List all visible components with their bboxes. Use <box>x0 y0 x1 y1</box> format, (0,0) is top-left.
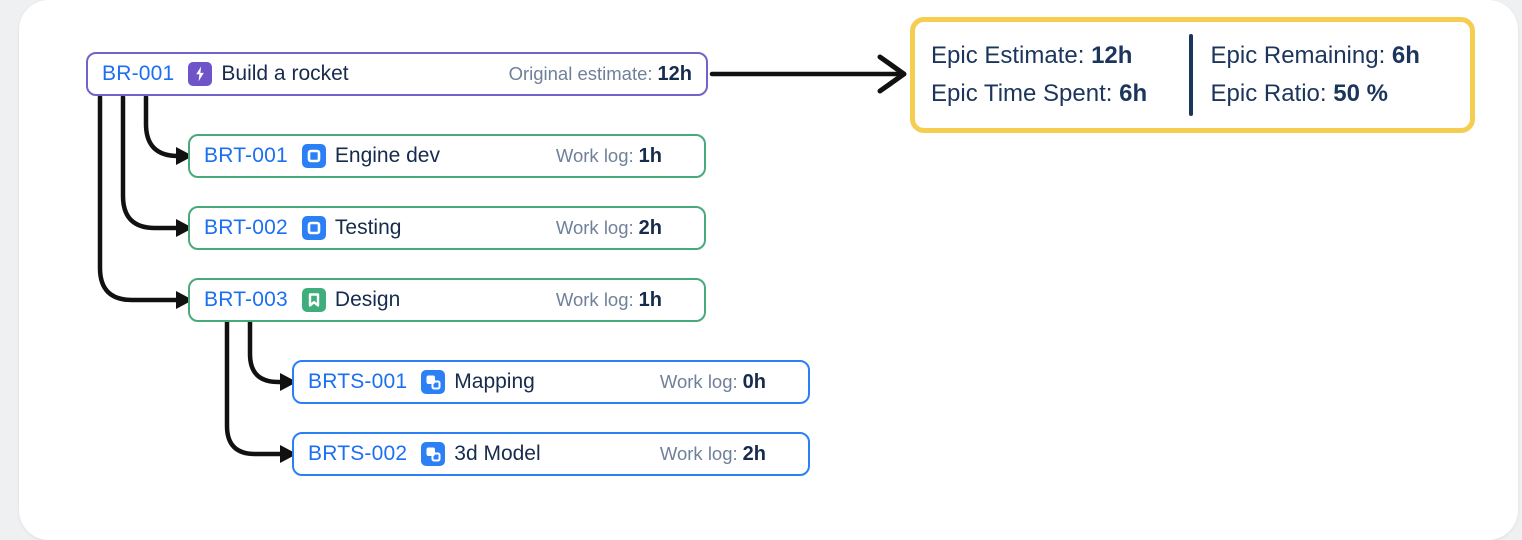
epic-time-spent-line: Epic Time Spent: 6h <box>931 80 1189 108</box>
subtask-icon <box>421 370 446 394</box>
worklog-label: Work log: <box>659 442 738 464</box>
worklog-value: 1h <box>638 144 662 167</box>
epic-issue-key[interactable]: BR-001 <box>102 62 175 85</box>
subtask-issue-title: 3d Model <box>454 442 541 465</box>
worklog-value: 2h <box>742 442 766 465</box>
epic-ratio-label: Epic Ratio: <box>1210 80 1327 107</box>
task-issue-box: BRT-001 Engine dev Work log: 1h <box>188 134 706 178</box>
epic-estimate-summary-value: 12h <box>1091 42 1133 69</box>
subtask-issue-title: Mapping <box>454 370 535 393</box>
arrow-epic-to-brt002 <box>120 94 183 231</box>
worklog-value: 2h <box>638 216 662 239</box>
epic-issue-box: BR-001 Build a rocket Original estimate:… <box>86 52 708 96</box>
epic-estimate-line: Epic Estimate: 12h <box>931 42 1189 70</box>
epic-summary-right-column: Epic Remaining: 6h Epic Ratio: 50 % <box>1211 42 1420 108</box>
epic-time-spent-value: 6h <box>1119 80 1148 107</box>
worklog-value: 1h <box>638 288 662 311</box>
task-issue-key[interactable]: BRT-002 <box>204 216 288 239</box>
story-issue-key[interactable]: BRT-003 <box>204 288 288 311</box>
worklog-label: Work log: <box>555 216 634 238</box>
arrow-brt003-to-brts002 <box>224 319 285 457</box>
epic-remaining-value: 6h <box>1391 42 1420 69</box>
worklog-label: Work log: <box>659 370 738 392</box>
summary-divider <box>1189 34 1193 116</box>
arrow-epic-to-brt001 <box>143 94 183 159</box>
arrow-epic-to-brt003 <box>97 94 183 303</box>
task-issue-title: Testing <box>334 216 402 239</box>
epic-summary-box: Epic Estimate: 12h Epic Time Spent: 6h E… <box>910 17 1475 133</box>
epic-icon <box>188 62 213 86</box>
epic-ratio-line: Epic Ratio: 50 % <box>1211 80 1420 108</box>
epic-summary-left-column: Epic Estimate: 12h Epic Time Spent: 6h <box>931 42 1189 108</box>
arrowhead-epic-to-summary <box>877 54 907 94</box>
task-issue-title: Engine dev <box>334 144 440 167</box>
subtask-issue-key[interactable]: BRTS-002 <box>308 442 408 465</box>
worklog-value: 0h <box>742 370 766 393</box>
epic-issue-title: Build a rocket <box>221 62 349 85</box>
epic-estimate-label: Original estimate: <box>508 62 653 84</box>
epic-estimate-summary-label: Epic Estimate: <box>931 42 1085 69</box>
subtask-issue-key[interactable]: BRTS-001 <box>308 370 408 393</box>
task-icon <box>301 216 326 240</box>
story-icon <box>301 288 326 312</box>
subtask-issue-box: BRTS-002 3d Model Work log: 2h <box>292 432 810 476</box>
subtask-issue-box: BRTS-001 Mapping Work log: 0h <box>292 360 810 404</box>
subtask-icon <box>421 442 446 466</box>
task-icon <box>301 144 326 168</box>
task-issue-box: BRT-002 Testing Work log: 2h <box>188 206 706 250</box>
worklog-label: Work log: <box>555 288 634 310</box>
story-issue-title: Design <box>334 288 401 311</box>
worklog-label: Work log: <box>555 144 634 166</box>
task-issue-key[interactable]: BRT-001 <box>204 144 288 167</box>
epic-time-spent-label: Epic Time Spent: <box>931 80 1113 107</box>
epic-estimate-value: 12h <box>657 62 692 85</box>
epic-ratio-value: 50 % <box>1333 80 1388 107</box>
arrow-brt003-to-brts001 <box>247 319 285 385</box>
story-issue-box: BRT-003 Design Work log: 1h <box>188 278 706 322</box>
epic-remaining-label: Epic Remaining: <box>1210 42 1386 69</box>
epic-remaining-line: Epic Remaining: 6h <box>1211 42 1420 70</box>
